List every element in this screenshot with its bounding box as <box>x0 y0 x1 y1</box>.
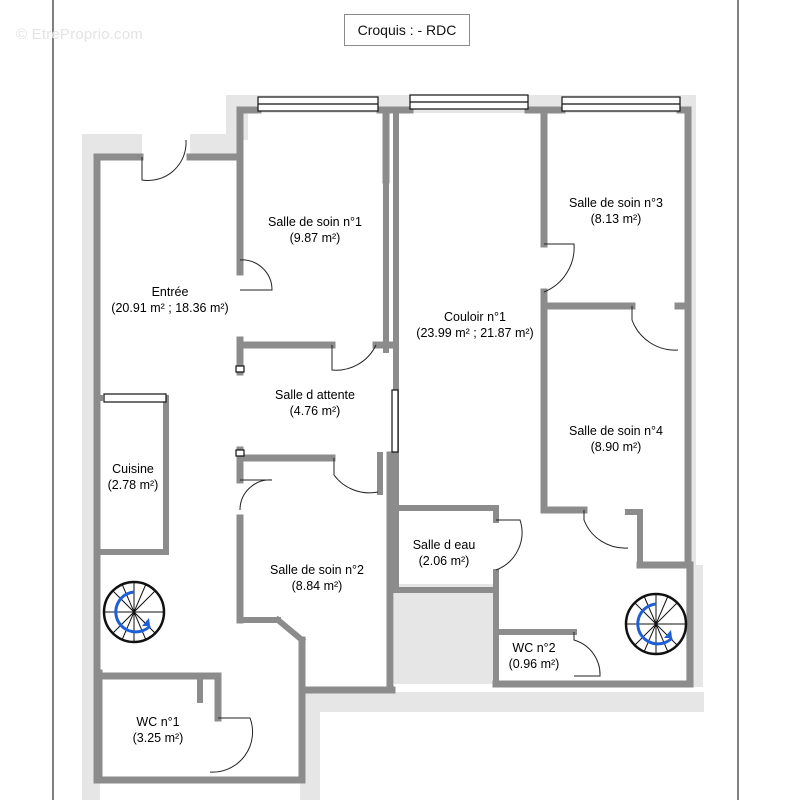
room-area: (8.13 m²) <box>590 212 642 226</box>
room-area: (4.76 m²) <box>289 404 341 418</box>
room-area: (2.78 m²) <box>107 478 159 492</box>
room-name: Salle de soin n°2 <box>270 563 364 577</box>
room-name: Salle de soin n°1 <box>268 215 362 229</box>
room-name: WC n°1 <box>136 715 180 729</box>
staircase-icon <box>102 580 166 644</box>
room-area: (20.91 m² ; 18.36 m²) <box>111 301 229 315</box>
room-name: Salle d attente <box>275 388 355 402</box>
room-label-wc-2: WC n°2 (0.96 m²) <box>498 640 570 672</box>
room-area: (8.84 m²) <box>291 579 343 593</box>
room-name: WC n°2 <box>512 641 556 655</box>
room-area: (3.25 m²) <box>132 731 184 745</box>
room-label-soin-1: Salle de soin n°1 (9.87 m²) <box>250 214 380 246</box>
room-area: (9.87 m²) <box>289 231 341 245</box>
room-label-attente: Salle d attente (4.76 m²) <box>250 387 380 419</box>
room-area: (0.96 m²) <box>508 657 560 671</box>
room-label-soin-2: Salle de soin n°2 (8.84 m²) <box>250 562 384 594</box>
room-name: Entrée <box>151 285 189 299</box>
room-label-soin-4: Salle de soin n°4 (8.90 m²) <box>550 423 682 455</box>
room-name: Cuisine <box>112 462 154 476</box>
door-swing-icon <box>141 139 679 773</box>
staircase-icon <box>624 592 688 656</box>
room-name: Salle d eau <box>412 538 476 552</box>
room-name: Couloir n°1 <box>444 310 506 324</box>
room-name: Salle de soin n°4 <box>569 424 663 438</box>
room-label-wc-1: WC n°1 (3.25 m²) <box>110 714 206 746</box>
room-area: (2.06 m²) <box>418 554 470 568</box>
plan-title: Croquis : - RDC <box>344 14 470 46</box>
room-name: Salle de soin n°3 <box>569 196 663 210</box>
room-area: (8.90 m²) <box>590 440 642 454</box>
room-label-couloir: Couloir n°1 (23.99 m² ; 21.87 m²) <box>400 309 550 341</box>
room-label-cuisine: Cuisine (2.78 m²) <box>98 461 168 493</box>
window-icon <box>103 94 681 457</box>
room-label-soin-3: Salle de soin n°3 (8.13 m²) <box>550 195 682 227</box>
room-label-entree: Entrée (20.91 m² ; 18.36 m²) <box>96 284 244 316</box>
room-label-salle-eau: Salle d eau (2.06 m²) <box>400 537 488 569</box>
room-area: (23.99 m² ; 21.87 m²) <box>416 326 534 340</box>
watermark: © EtreProprio.com <box>16 26 143 43</box>
